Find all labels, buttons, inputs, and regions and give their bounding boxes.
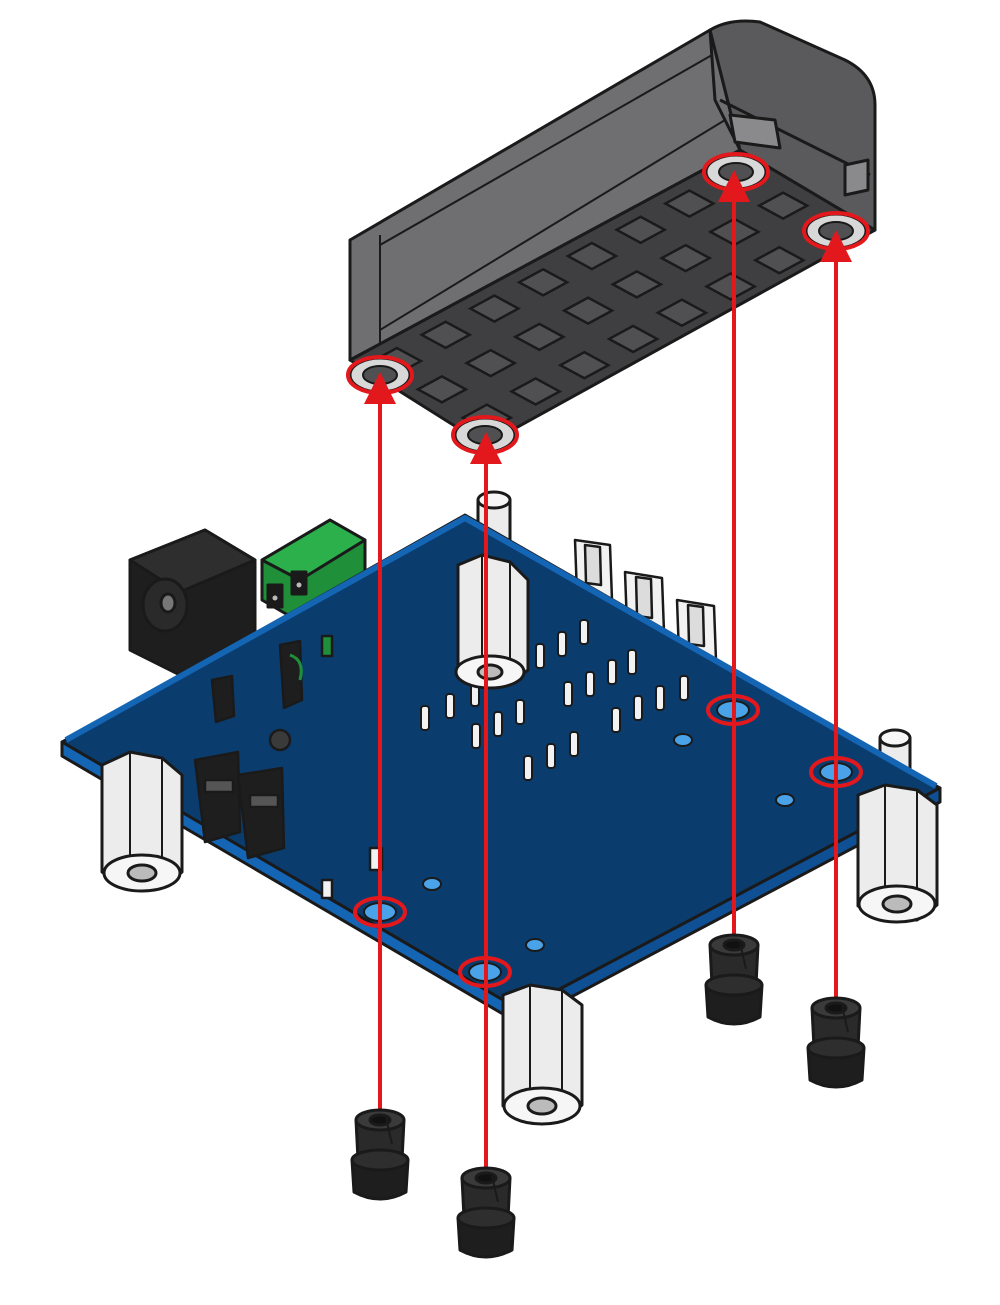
block-stud bbox=[415, 374, 469, 404]
board-pin bbox=[493, 711, 503, 737]
board-edge-back bbox=[64, 515, 938, 789]
block-stud bbox=[606, 324, 660, 354]
block-stud bbox=[565, 241, 619, 271]
block-corner-edge bbox=[708, 29, 742, 151]
board-pin bbox=[546, 743, 556, 769]
block-stud bbox=[557, 350, 611, 380]
block-stud bbox=[614, 215, 668, 245]
board-pin-array bbox=[420, 619, 689, 781]
rivet bbox=[456, 1166, 516, 1259]
board-pin bbox=[679, 675, 689, 701]
block-clip-slot bbox=[728, 113, 782, 150]
board-pin bbox=[569, 731, 579, 757]
board-pin bbox=[655, 685, 665, 711]
block-end-face bbox=[708, 19, 877, 232]
board-pin bbox=[523, 755, 533, 781]
block-stud bbox=[509, 377, 563, 406]
block-peg bbox=[346, 355, 414, 395]
power-jack bbox=[128, 528, 257, 677]
board-pin bbox=[471, 723, 481, 749]
board-pin bbox=[420, 705, 430, 731]
board-pin bbox=[633, 695, 643, 721]
standoff bbox=[501, 983, 584, 1126]
rivet bbox=[806, 996, 866, 1089]
board-pin bbox=[535, 643, 545, 669]
board-pin bbox=[579, 619, 589, 645]
board-components bbox=[193, 634, 384, 900]
block-stud bbox=[512, 322, 566, 352]
rivet bbox=[350, 1108, 410, 1201]
block-stud bbox=[662, 189, 716, 218]
board-vias bbox=[422, 733, 795, 952]
standoff bbox=[454, 553, 530, 690]
block-side-groove bbox=[379, 54, 726, 331]
block-stud bbox=[467, 294, 521, 323]
standoff bbox=[100, 750, 184, 893]
block-stud bbox=[561, 296, 615, 326]
block-peg bbox=[802, 211, 870, 251]
board-pin bbox=[627, 649, 637, 675]
block-stud bbox=[756, 191, 810, 221]
board-pin bbox=[611, 707, 621, 733]
block-stud bbox=[419, 320, 473, 350]
board-pin bbox=[557, 631, 567, 657]
block bbox=[348, 19, 877, 447]
board-pin bbox=[607, 659, 617, 685]
block-stud bbox=[516, 267, 570, 297]
standoffs-front bbox=[100, 553, 939, 1126]
board-pin bbox=[585, 671, 595, 697]
board-pin bbox=[445, 693, 455, 719]
board-pin bbox=[563, 681, 573, 707]
assembly-arrows bbox=[364, 170, 852, 1178]
block-stud bbox=[655, 298, 709, 328]
block-stud bbox=[659, 243, 713, 273]
block-stud bbox=[704, 272, 758, 301]
rivet bbox=[704, 933, 764, 1026]
board-pin bbox=[515, 699, 525, 725]
block-peg bbox=[702, 152, 770, 192]
standoff bbox=[856, 783, 939, 924]
block-peg bbox=[451, 415, 519, 455]
rivets bbox=[350, 933, 866, 1259]
block-stud bbox=[464, 348, 518, 378]
block-stud bbox=[752, 245, 806, 275]
block-side-clip bbox=[843, 158, 870, 197]
block-end-groove bbox=[719, 98, 871, 177]
block-stud bbox=[610, 269, 664, 299]
